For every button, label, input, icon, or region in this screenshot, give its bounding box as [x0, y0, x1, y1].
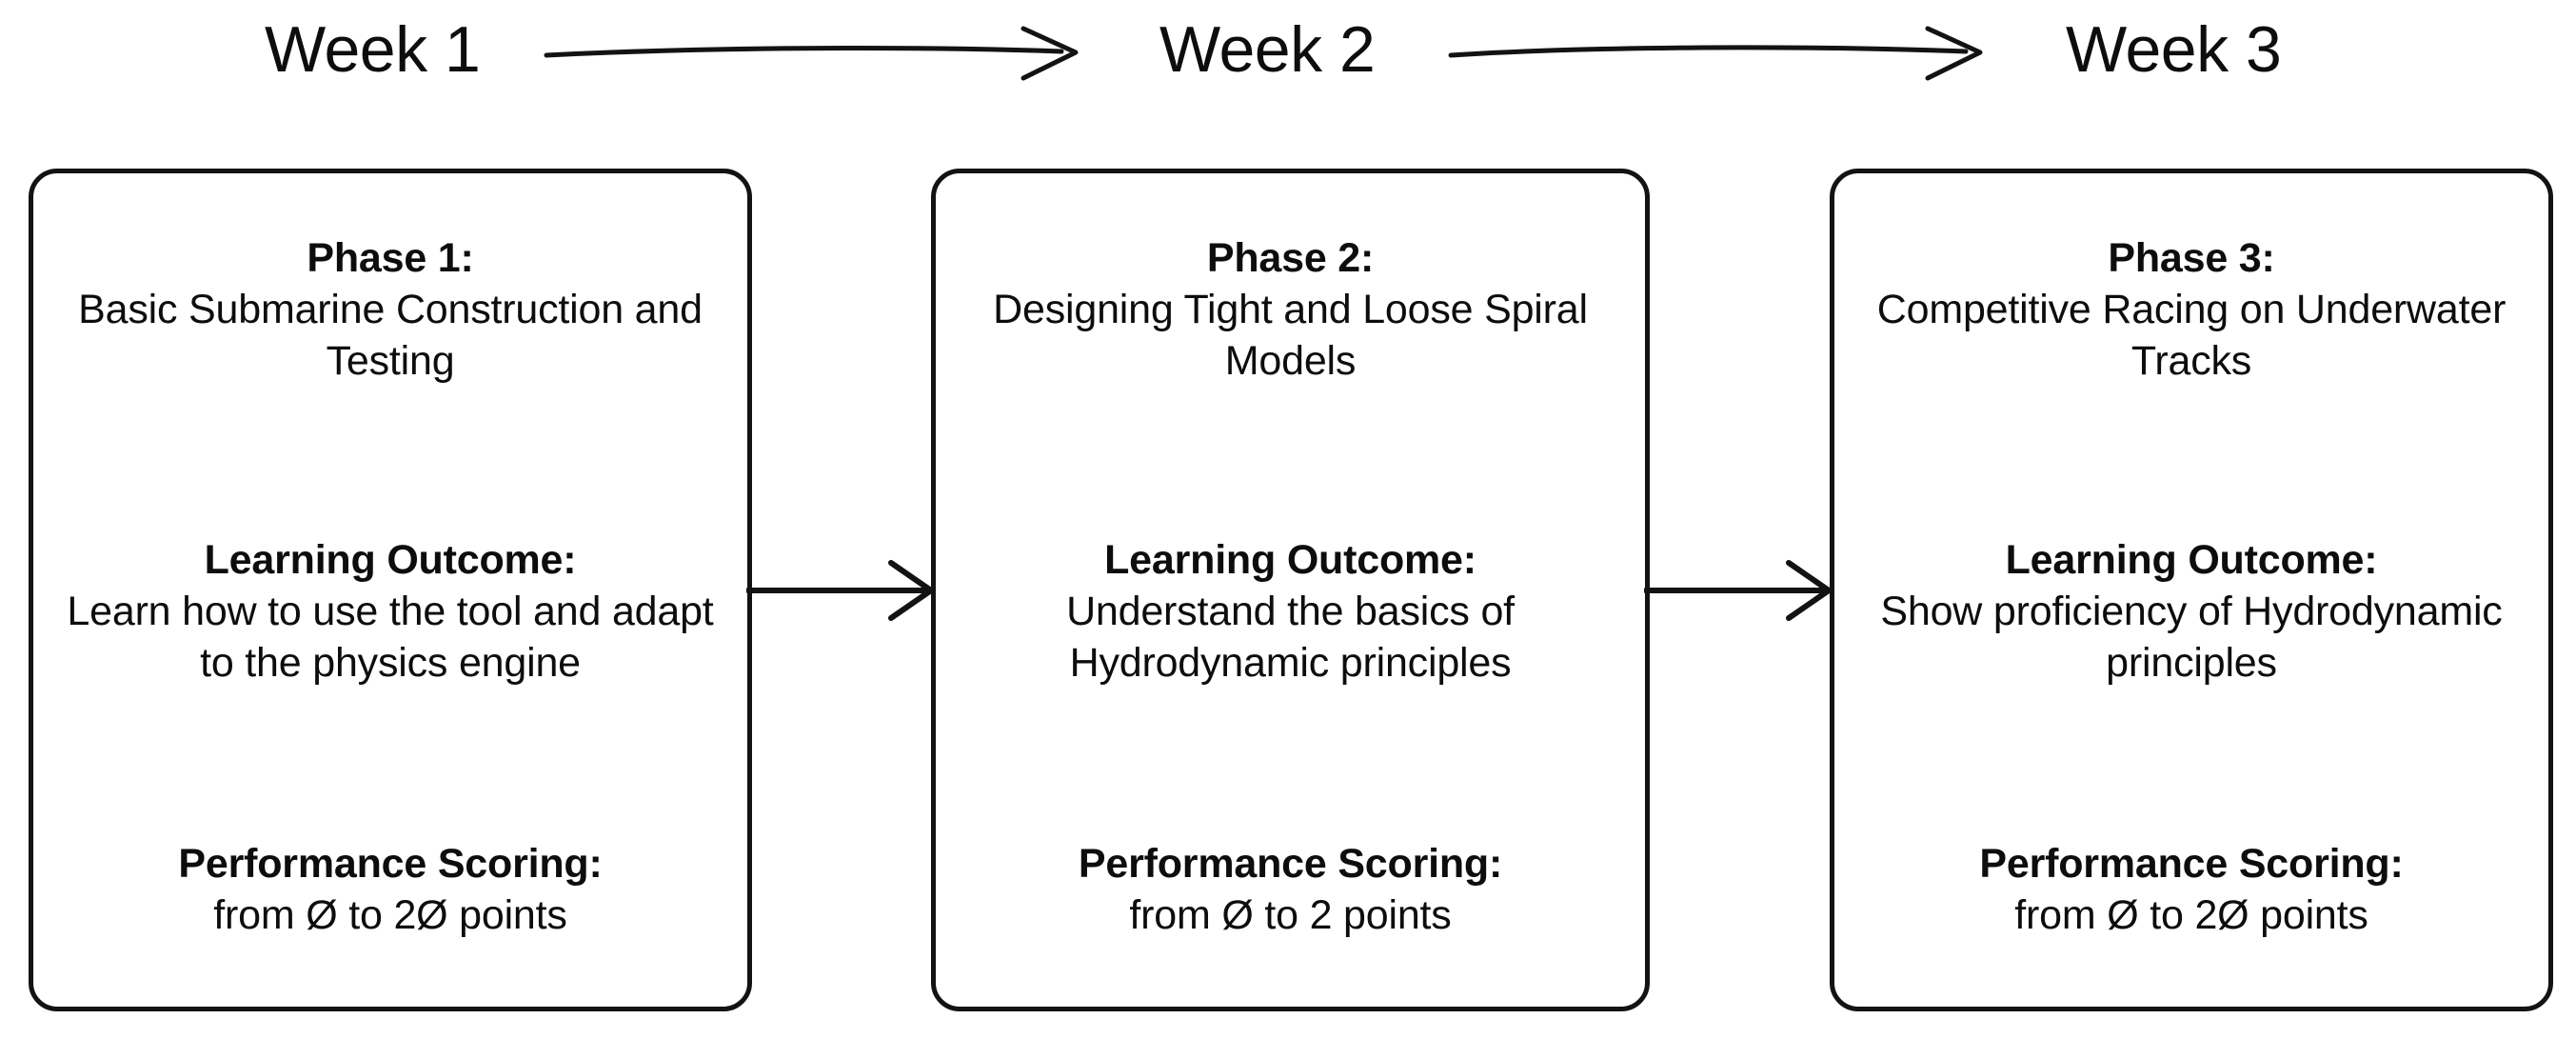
- phase-2-header-section: Phase 2: Designing Tight and Loose Spira…: [936, 232, 1645, 387]
- phase-1-outcome-body: Learn how to use the tool and adapt to t…: [67, 589, 714, 686]
- phase-box-1[interactable]: Phase 1: Basic Submarine Construction an…: [29, 169, 752, 1011]
- phase-3-title: Phase 3:: [2108, 235, 2275, 281]
- phase-3-scoring-body: from Ø to 2Ø points: [2014, 892, 2368, 938]
- phase-2-scoring-body: from Ø to 2 points: [1129, 892, 1452, 938]
- timeline-header: Week 1 Week 2 Week 3: [0, 0, 2576, 105]
- phase-1-outcome-title: Learning Outcome:: [204, 537, 577, 583]
- phase-2-outcome-section: Learning Outcome: Understand the basics …: [936, 534, 1645, 689]
- phase-2-title: Phase 2:: [1206, 235, 1375, 281]
- week-label-1: Week 1: [265, 13, 481, 86]
- phase-2-outcome-body: Understand the basics of Hydrodynamic pr…: [1066, 589, 1515, 686]
- phase-3-outcome-title: Learning Outcome:: [2005, 537, 2378, 583]
- phase-3-description: Competitive Racing on Underwater Tracks: [1876, 287, 2507, 384]
- week-label-3: Week 3: [2066, 13, 2282, 86]
- timeline-arrow-week1-to-week2: [544, 26, 1079, 81]
- phase-2-description: Designing Tight and Loose Spiral Models: [993, 287, 1588, 384]
- phase-1-header-section: Phase 1: Basic Submarine Construction an…: [33, 232, 747, 387]
- phase-1-scoring-section: Performance Scoring: from Ø to 2Ø points: [33, 838, 747, 941]
- phase-3-header-section: Phase 3: Competitive Racing on Underwate…: [1834, 232, 2548, 387]
- timeline-arrow-week2-to-week3: [1448, 26, 1983, 81]
- phase-2-scoring-section: Performance Scoring: from Ø to 2 points: [936, 838, 1645, 941]
- phase-1-scoring-body: from Ø to 2Ø points: [213, 892, 567, 938]
- phase-1-outcome-section: Learning Outcome: Learn how to use the t…: [33, 534, 747, 689]
- phase-1-description: Basic Submarine Construction and Testing: [78, 287, 703, 384]
- phase-1-scoring-title: Performance Scoring:: [178, 841, 603, 887]
- phase-2-outcome-title: Learning Outcome:: [1104, 537, 1476, 583]
- phase-3-outcome-section: Learning Outcome: Show proficiency of Hy…: [1834, 534, 2548, 689]
- phase-box-2[interactable]: Phase 2: Designing Tight and Loose Spira…: [931, 169, 1650, 1011]
- connector-arrow-phase1-to-phase2: [746, 560, 934, 621]
- phase-box-3[interactable]: Phase 3: Competitive Racing on Underwate…: [1830, 169, 2553, 1011]
- week-label-2: Week 2: [1159, 13, 1376, 86]
- phase-3-scoring-title: Performance Scoring:: [1979, 841, 2404, 887]
- connector-arrow-phase2-to-phase3: [1644, 560, 1832, 621]
- phase-3-outcome-body: Show proficiency of Hydrodynamic princip…: [1880, 589, 2503, 686]
- phase-3-scoring-section: Performance Scoring: from Ø to 2Ø points: [1834, 838, 2548, 941]
- phase-2-scoring-title: Performance Scoring:: [1078, 841, 1503, 887]
- phase-1-title: Phase 1:: [307, 235, 474, 281]
